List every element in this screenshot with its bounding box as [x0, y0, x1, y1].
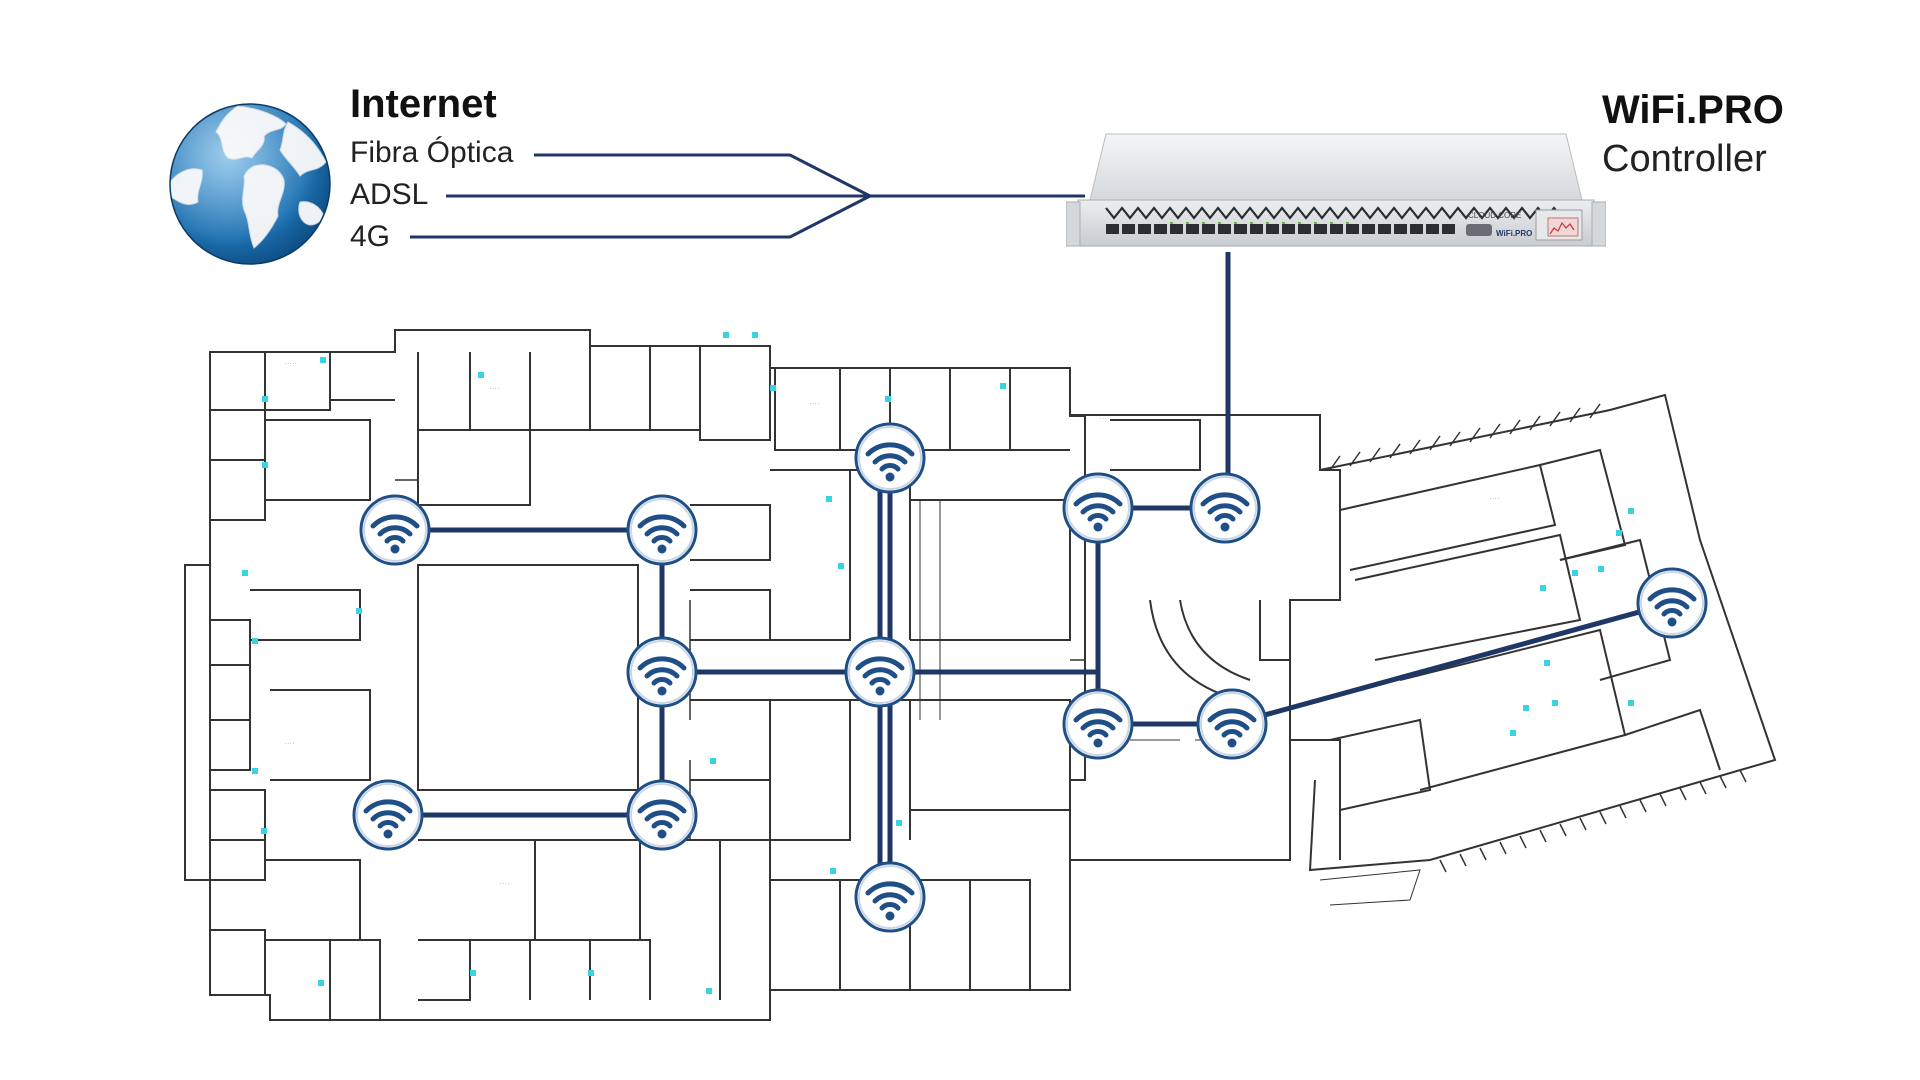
room-marker — [588, 970, 594, 976]
room-marker — [262, 462, 268, 468]
wifi-access-point-icon[interactable] — [844, 636, 916, 708]
wifi-access-point-icon[interactable] — [352, 779, 424, 851]
room-marker — [1552, 700, 1558, 706]
svg-text:· · · ·: · · · · — [810, 401, 819, 406]
wifi-access-point-icon[interactable] — [626, 779, 698, 851]
router-ports — [1106, 224, 1455, 234]
4g-link — [410, 194, 871, 239]
svg-text:· · · ·: · · · · — [1650, 666, 1659, 671]
network-links — [388, 252, 1673, 897]
controller-brand: WiFi.PRO — [1602, 88, 1784, 132]
room-labels: · · · · · · · · · · · · · · · · · · · · … — [285, 361, 1659, 886]
svg-text:· · · · ·: · · · · · — [285, 361, 296, 366]
room-marker — [723, 332, 729, 338]
room-marker — [830, 868, 836, 874]
room-marker — [1540, 585, 1546, 591]
globe-icon — [169, 103, 331, 265]
wifi-access-point-icon[interactable] — [1636, 567, 1708, 639]
controller-subtitle: Controller — [1602, 138, 1767, 180]
room-marker — [1628, 508, 1634, 514]
internet-title: Internet — [350, 82, 497, 126]
connection-adsl-label: ADSL — [350, 178, 429, 211]
room-marker — [826, 496, 832, 502]
router-model-label: CLOUD CORE — [1468, 211, 1521, 220]
svg-text:· · · ·: · · · · — [285, 741, 294, 746]
wifi-access-point-icon[interactable] — [854, 861, 926, 933]
room-marker — [262, 396, 268, 402]
room-marker — [770, 385, 776, 391]
room-marker — [1628, 700, 1634, 706]
room-marker — [1510, 730, 1516, 736]
room-marker — [320, 357, 326, 363]
room-marker — [1572, 570, 1578, 576]
access-points — [352, 422, 1708, 933]
room-marker — [706, 988, 712, 994]
room-marker — [252, 768, 258, 774]
wifi-access-point-icon[interactable] — [1189, 472, 1261, 544]
room-marker — [838, 563, 844, 569]
wifi-access-point-icon[interactable] — [1062, 688, 1134, 760]
room-marker — [318, 980, 324, 986]
room-marker — [1544, 660, 1550, 666]
room-marker — [752, 332, 758, 338]
connection-fibra-label: Fibra Óptica — [350, 136, 514, 169]
room-marker — [1523, 705, 1529, 711]
svg-text:· · · ·: · · · · — [1490, 496, 1499, 501]
room-marker — [1616, 530, 1622, 536]
connection-4g-label: 4G — [350, 220, 391, 253]
svg-text:· · · ·: · · · · — [490, 386, 499, 391]
room-marker — [356, 608, 362, 614]
room-marker — [252, 638, 258, 644]
internet-links — [410, 153, 1085, 239]
wifi-access-point-icon[interactable] — [1062, 472, 1134, 544]
wifi-access-point-icon[interactable] — [854, 422, 926, 494]
room-marker — [242, 570, 248, 576]
room-marker — [1598, 566, 1604, 572]
link — [1231, 600, 1673, 727]
router-brand-label: WiFi.PRO — [1496, 229, 1532, 238]
svg-text:· · · ·: · · · · — [1100, 416, 1109, 421]
room-marker — [896, 820, 902, 826]
svg-text:· · · ·: · · · · — [500, 881, 509, 886]
room-marker — [885, 396, 891, 402]
wifi-access-point-icon[interactable] — [626, 494, 698, 566]
router-device: CLOUD CORE WiFi.PRO — [1066, 133, 1606, 247]
room-marker — [478, 372, 484, 378]
fibra-link — [534, 153, 871, 198]
room-marker — [1000, 383, 1006, 389]
room-markers — [242, 332, 1634, 994]
room-marker — [710, 758, 716, 764]
wifi-access-point-icon[interactable] — [626, 636, 698, 708]
wifi-access-point-icon[interactable] — [1196, 688, 1268, 760]
wifi-access-point-icon[interactable] — [359, 494, 431, 566]
room-marker — [261, 828, 267, 834]
room-marker — [470, 970, 476, 976]
floor-plan-walls — [184, 329, 1777, 1021]
